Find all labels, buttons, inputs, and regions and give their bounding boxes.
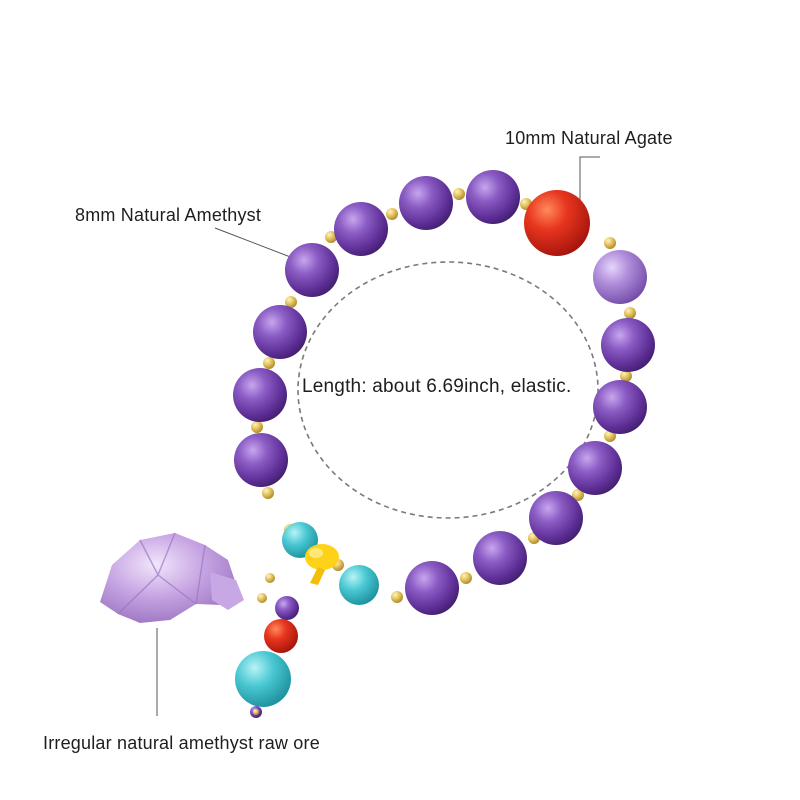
- agate-label: 10mm Natural Agate: [505, 128, 673, 148]
- raw-ore-label: Irregular natural amethyst raw ore: [43, 733, 320, 753]
- dangle-amazonite-bead: [235, 651, 291, 707]
- amethyst-label: 8mm Natural Amethyst: [75, 205, 262, 225]
- inner-diameter-dashed-circle: [297, 261, 599, 519]
- length-label: Length: about 6.69inch, elastic.: [302, 376, 572, 397]
- yellow-knot: [305, 544, 339, 585]
- raw-amethyst-ore: [100, 532, 244, 623]
- dangle-agate-bead: [264, 619, 298, 653]
- leader-line-agate: [579, 156, 600, 212]
- amethyst-beads: [233, 170, 655, 615]
- dangle-amethyst-bead: [275, 596, 299, 620]
- amazonite-bead: [339, 565, 379, 605]
- agate-bead: [524, 190, 590, 256]
- leader-line-amethyst: [214, 227, 294, 259]
